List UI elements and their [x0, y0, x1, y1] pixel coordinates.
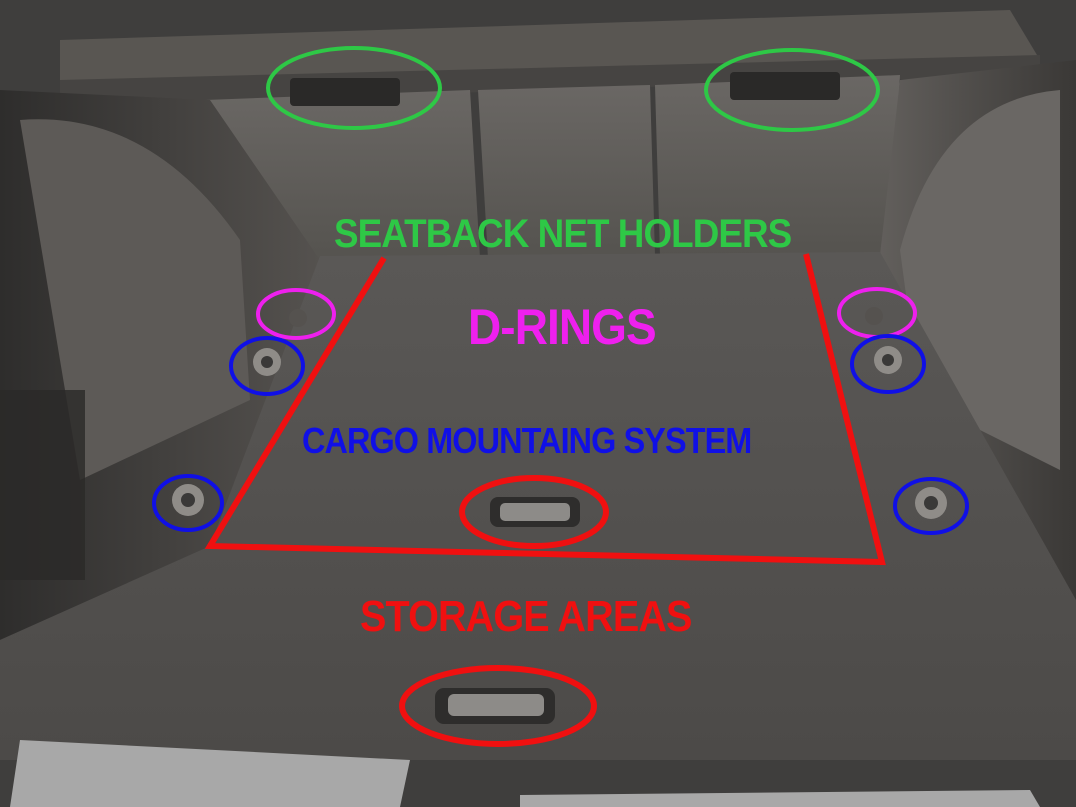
storage-areas-label: STORAGE AREAS	[360, 592, 692, 641]
green-markers	[266, 46, 880, 132]
cargo-mounting-system-label: CARGO MOUNTAING SYSTEM	[302, 420, 752, 461]
d-rings-label: D-RINGS	[468, 299, 657, 355]
red-markers	[204, 253, 886, 747]
seatback-net-holders-label: SEATBACK NET HOLDERS	[334, 212, 792, 256]
blue-markers	[152, 334, 969, 535]
